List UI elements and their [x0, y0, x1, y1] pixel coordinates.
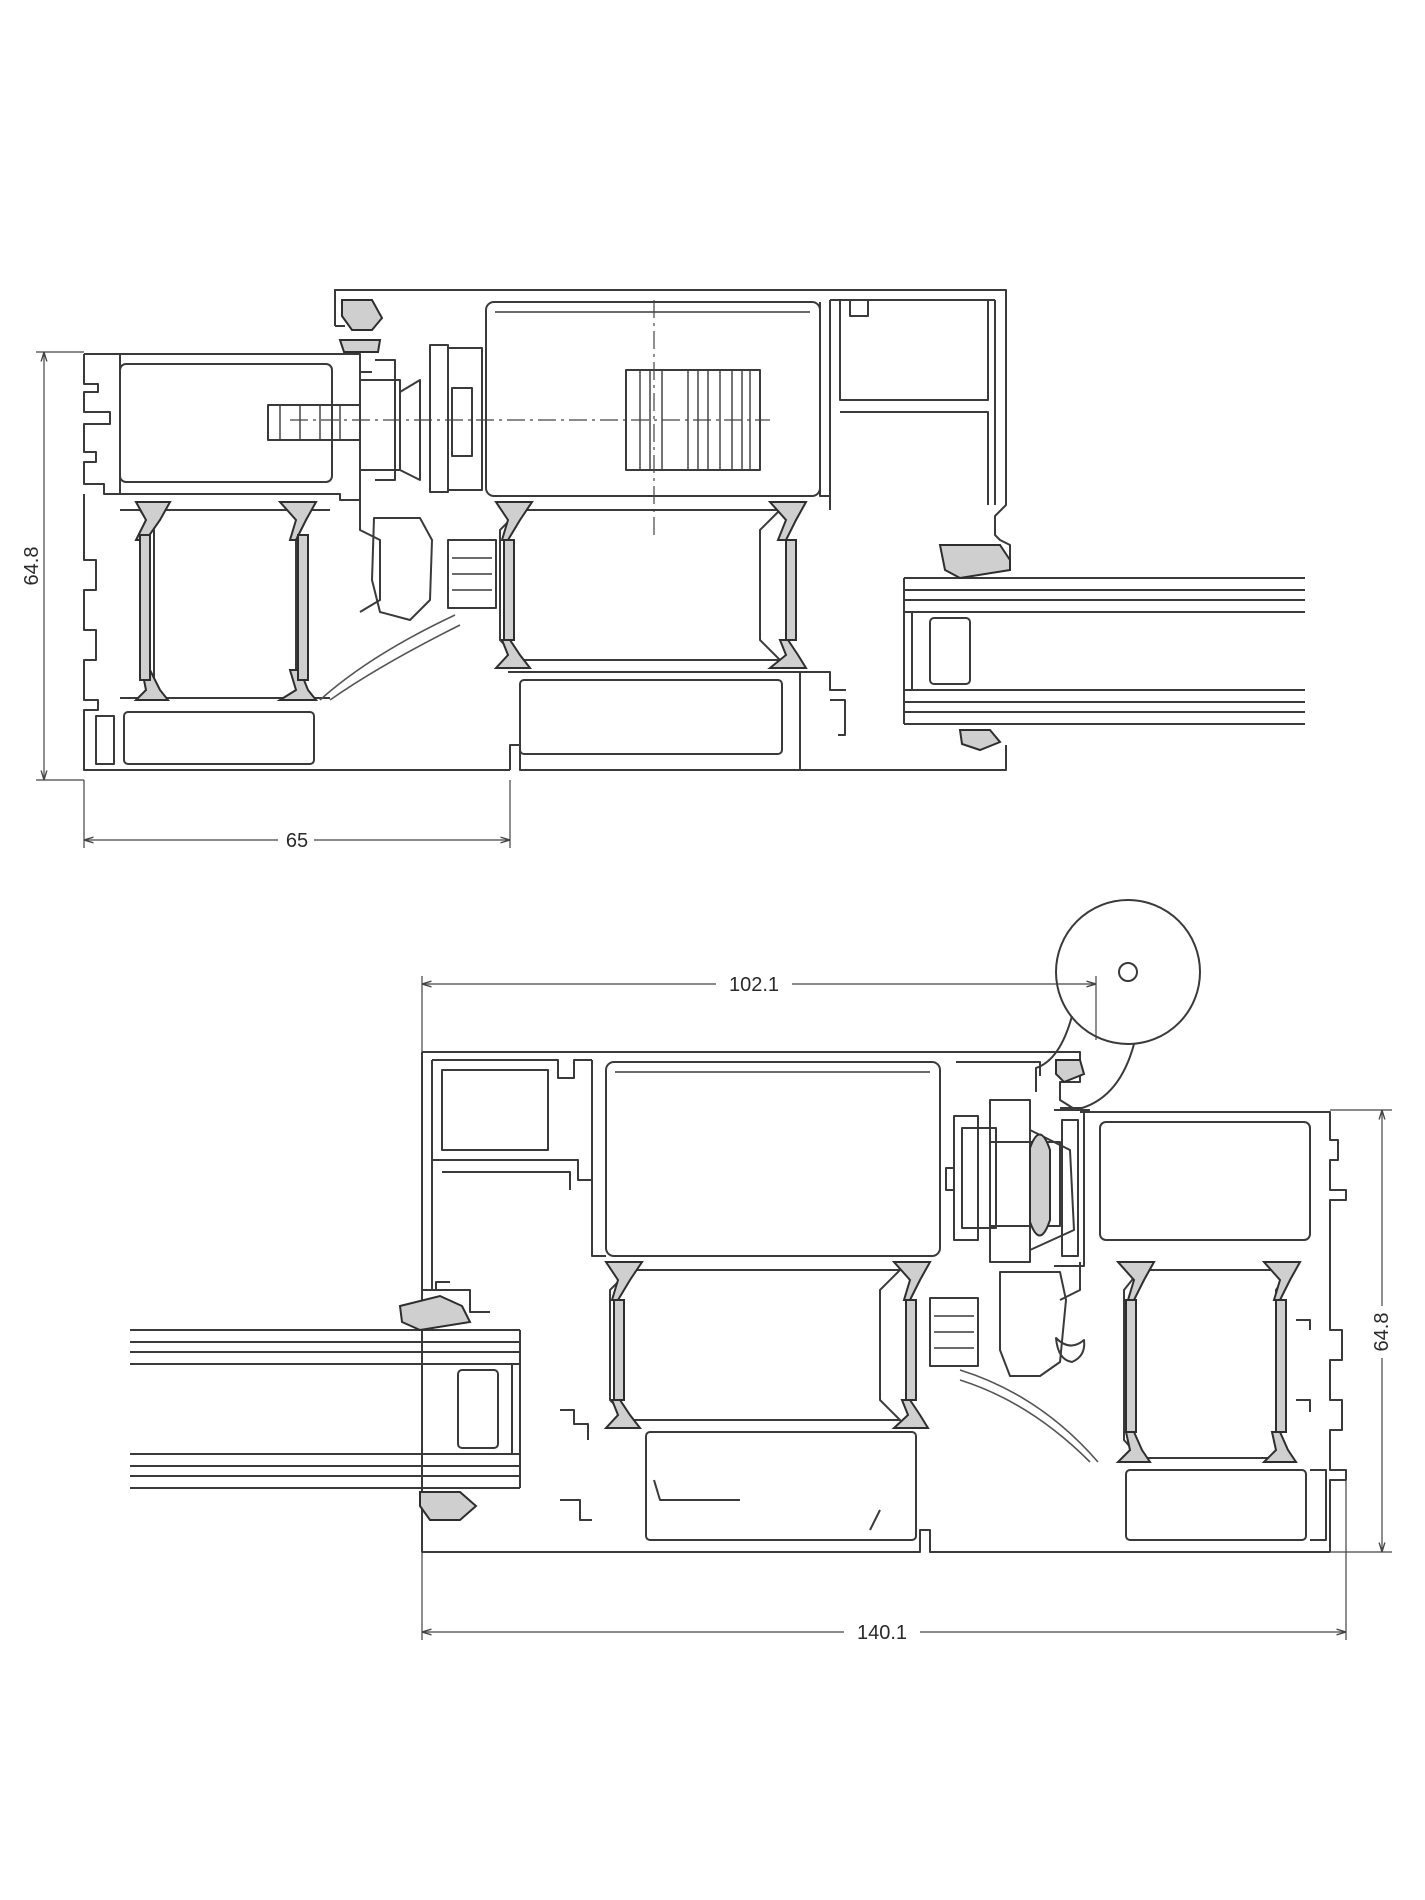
top-section-drawing	[83, 289, 1305, 771]
top-sash-outline	[84, 353, 361, 501]
top-frame-outline	[334, 289, 1011, 569]
bottom-lower-chamber	[645, 1431, 917, 1541]
bottom-glazing-unit	[130, 1294, 521, 1521]
bottom-hinge-offset-dim: 102.1	[729, 974, 779, 996]
top-height-dim: 64.8	[21, 547, 43, 586]
top-left-thermal-chamber	[139, 509, 311, 699]
bottom-dimensions: 102.1 64.8 140.1	[421, 970, 1394, 1644]
top-width-dim: 65	[286, 830, 308, 852]
bottom-lock-hardware	[945, 1099, 1085, 1267]
bottom-hinge	[956, 899, 1201, 1109]
top-dimensions: 64.8 65	[21, 351, 511, 852]
top-glazing-unit	[903, 544, 1305, 752]
bottom-sash-outline	[1080, 1111, 1347, 1552]
bottom-section-drawing	[130, 899, 1347, 1553]
top-mid-thermal-chamber	[499, 509, 781, 661]
bottom-mid-thermal-chamber	[609, 1269, 901, 1421]
bottom-total-width-dim: 140.1	[857, 1622, 907, 1644]
bottom-right-thermal-chamber	[1123, 1269, 1291, 1459]
bottom-height-dim: 64.8	[1371, 1313, 1393, 1352]
top-corner-seal	[341, 299, 384, 331]
top-lock-handle	[267, 404, 361, 441]
top-frame-chamber	[485, 301, 821, 497]
